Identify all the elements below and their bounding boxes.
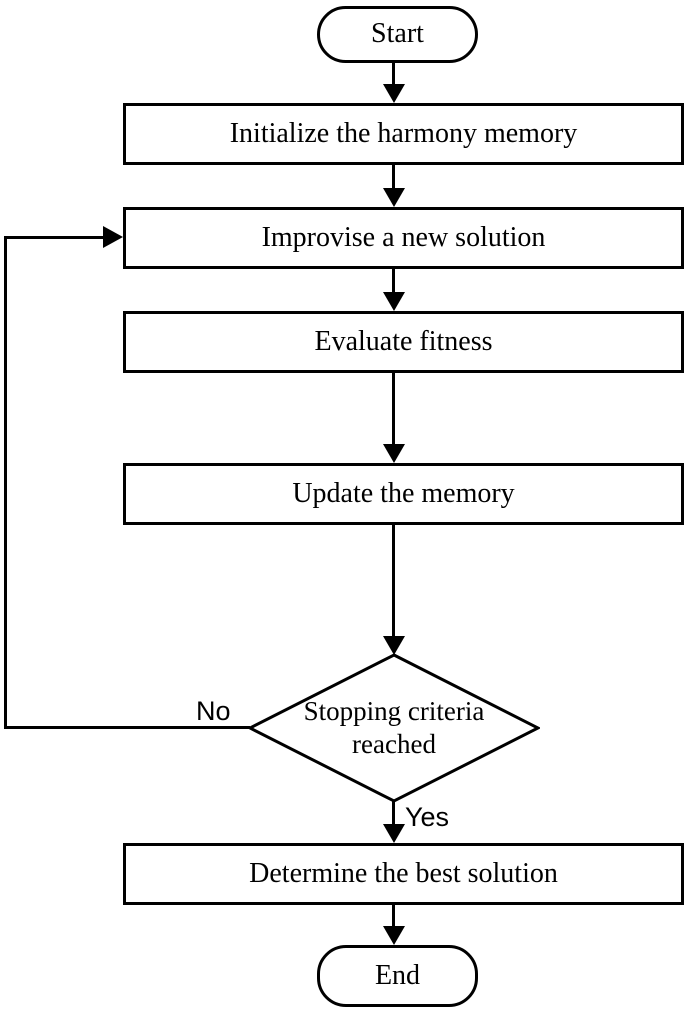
arrow-improvise-to-evaluate [392, 268, 395, 295]
update-label: Update the memory [292, 477, 515, 509]
process-initialize-harmony-memory: Initialize the harmony memory [123, 103, 684, 165]
decision-label-line1: Stopping criteria [303, 696, 485, 726]
arrow-determine-to-end [392, 904, 395, 929]
arrow-decision-to-determine [392, 800, 395, 827]
no-path-bottom-segment [4, 726, 250, 729]
arrow-update-to-decision [392, 524, 395, 639]
no-path-vertical-segment [4, 236, 7, 729]
evaluate-label: Evaluate fitness [314, 325, 493, 357]
arrowhead-no-to-improvise [103, 226, 123, 248]
arrowhead-determine-to-end [383, 926, 405, 945]
arrowhead-decision-to-determine [383, 824, 405, 843]
arrowhead-initialize-to-improvise [383, 188, 405, 207]
arrow-evaluate-to-update [392, 372, 395, 447]
edge-label-no: No [196, 696, 231, 726]
decision-stopping-criteria: Stopping criteria reached [248, 653, 540, 803]
process-improvise-new-solution: Improvise a new solution [123, 207, 684, 269]
improvise-label: Improvise a new solution [261, 221, 546, 253]
start-node: Start [317, 6, 478, 63]
process-evaluate-fitness: Evaluate fitness [123, 311, 684, 373]
arrowhead-improvise-to-evaluate [383, 292, 405, 311]
no-path-top-segment [4, 236, 104, 239]
arrowhead-update-to-decision [383, 636, 405, 655]
arrowhead-start-to-initialize [383, 84, 405, 103]
determine-label: Determine the best solution [249, 857, 558, 889]
arrow-initialize-to-improvise [392, 164, 395, 191]
arrowhead-evaluate-to-update [383, 444, 405, 463]
process-update-memory: Update the memory [123, 463, 684, 525]
arrow-start-to-initialize [392, 61, 395, 87]
edge-label-yes: Yes [405, 802, 450, 832]
end-node: End [317, 945, 478, 1007]
initialize-label: Initialize the harmony memory [229, 117, 578, 149]
process-determine-best-solution: Determine the best solution [123, 843, 684, 905]
start-label: Start [371, 18, 424, 50]
end-label: End [374, 959, 421, 991]
decision-label-line2: reached [352, 729, 436, 759]
